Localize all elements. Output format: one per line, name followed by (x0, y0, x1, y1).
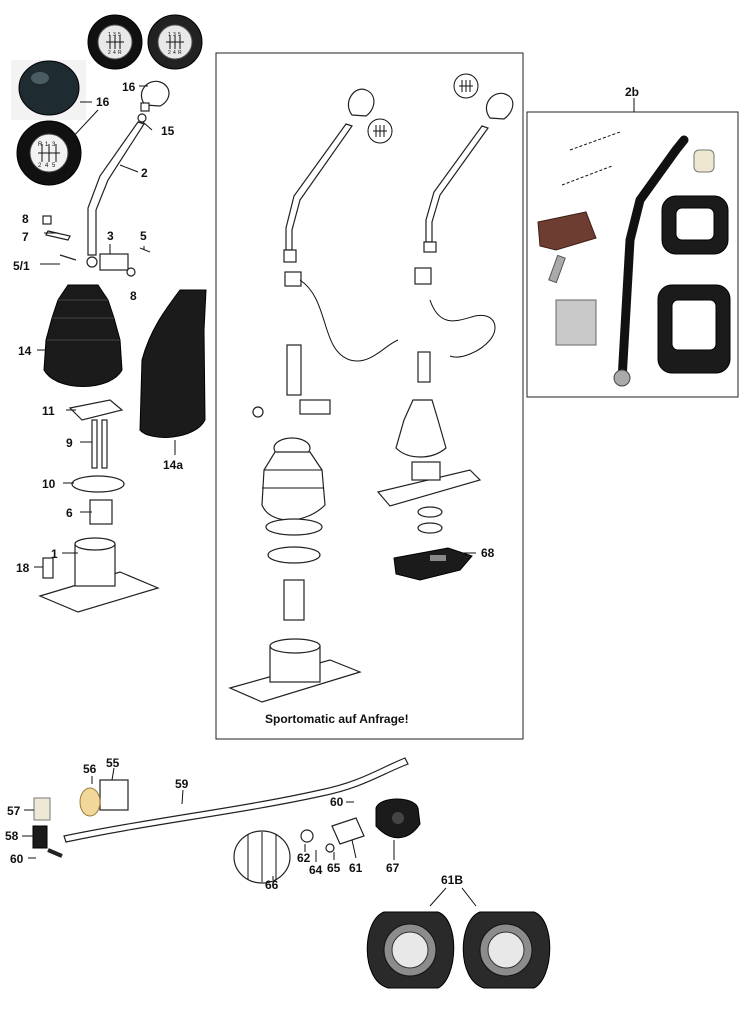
springs-2b (561, 131, 621, 186)
cover-plate-68 (393, 547, 473, 581)
label-67: 67 (386, 861, 400, 875)
svg-text:4: 4 (113, 50, 116, 56)
label-56: 56 (83, 762, 97, 776)
svg-text:2: 2 (168, 50, 171, 56)
svg-text:R: R (118, 50, 122, 56)
label-2: 2 (141, 166, 148, 180)
sportomatic-frame (215, 52, 524, 740)
label-14a: 14a (163, 458, 183, 472)
shift-rod-59 (63, 757, 409, 843)
sport-base-left (228, 638, 362, 703)
label-60-right: 60 (330, 795, 344, 809)
label-5-1: 5/1 (13, 259, 30, 273)
svg-text:3: 3 (173, 32, 176, 38)
label-57: 57 (7, 804, 21, 818)
svg-text:3: 3 (52, 142, 56, 148)
leader-lines (22, 85, 635, 907)
svg-text:4: 4 (45, 163, 49, 169)
svg-text:1: 1 (108, 32, 111, 38)
svg-text:1: 1 (45, 142, 49, 148)
sportomatic-caption: Sportomatic auf Anfrage! (265, 712, 409, 726)
knob-numerals-3: R 1 3 2 4 5 (38, 142, 56, 169)
lower-assembly-11-9-10-6 (68, 399, 125, 525)
housing-base-1 (38, 537, 160, 613)
bracket-2b (537, 211, 597, 346)
lever-2b (613, 135, 715, 387)
label-8-top: 8 (22, 212, 29, 226)
label-59: 59 (175, 777, 189, 791)
label-16-left: 16 (96, 95, 110, 109)
rings-61B (366, 911, 551, 989)
knob-pattern-right (453, 73, 479, 99)
shift-lever-2 (86, 113, 147, 268)
joint-parts-60-67 (233, 798, 421, 884)
label-68: 68 (481, 546, 495, 560)
label-2b: 2b (625, 85, 639, 99)
shift-knob-chrome-1 (87, 14, 143, 70)
sport-boot-left (261, 437, 326, 621)
label-9: 9 (66, 436, 73, 450)
label-16-top: 16 (122, 80, 136, 94)
label-66: 66 (265, 878, 279, 892)
label-55: 55 (106, 756, 120, 770)
svg-text:3: 3 (113, 32, 116, 38)
svg-text:2: 2 (38, 163, 42, 169)
label-18: 18 (16, 561, 30, 575)
label-8-bottom: 8 (130, 289, 137, 303)
shift-knob-black (16, 120, 82, 186)
shift-knob-leather (11, 60, 86, 120)
plates-2b (657, 195, 731, 374)
label-5: 5 (140, 229, 147, 243)
svg-text:5: 5 (52, 163, 56, 169)
sport-lever-right (414, 92, 514, 383)
label-15: 15 (161, 124, 175, 138)
label-11: 11 (42, 404, 55, 418)
label-64: 64 (309, 863, 323, 877)
label-7: 7 (22, 230, 29, 244)
knob-numerals-2: 1 3 5 2 4 R (168, 32, 182, 56)
label-61B: 61B (441, 873, 463, 887)
svg-text:4: 4 (173, 50, 176, 56)
shift-knob-chrome-2 (147, 14, 203, 70)
svg-text:1: 1 (168, 32, 171, 38)
sport-lever-left (252, 88, 399, 418)
label-65: 65 (327, 861, 341, 875)
label-58: 58 (5, 829, 19, 843)
svg-text:5: 5 (118, 32, 121, 38)
detail-2b-frame (526, 111, 739, 398)
rubber-boot-14 (43, 284, 123, 387)
leather-boot-14a (139, 289, 207, 438)
svg-text:5: 5 (178, 32, 181, 38)
sport-boot-right (376, 399, 482, 534)
knob-numerals-1: 1 3 5 2 4 R (108, 32, 122, 56)
svg-text:R: R (38, 142, 43, 148)
svg-text:2: 2 (108, 50, 111, 56)
knob-16-outline (140, 80, 170, 112)
svg-text:R: R (178, 50, 182, 56)
knob-pattern-left (367, 118, 393, 144)
label-3: 3 (107, 229, 114, 243)
label-62: 62 (297, 851, 311, 865)
label-1: 1 (51, 547, 58, 561)
label-61: 61 (349, 861, 363, 875)
label-6: 6 (66, 506, 73, 520)
label-14: 14 (18, 344, 32, 358)
bushing-parts-55-58 (32, 779, 129, 858)
label-10: 10 (42, 477, 56, 491)
label-60-left: 60 (10, 852, 24, 866)
